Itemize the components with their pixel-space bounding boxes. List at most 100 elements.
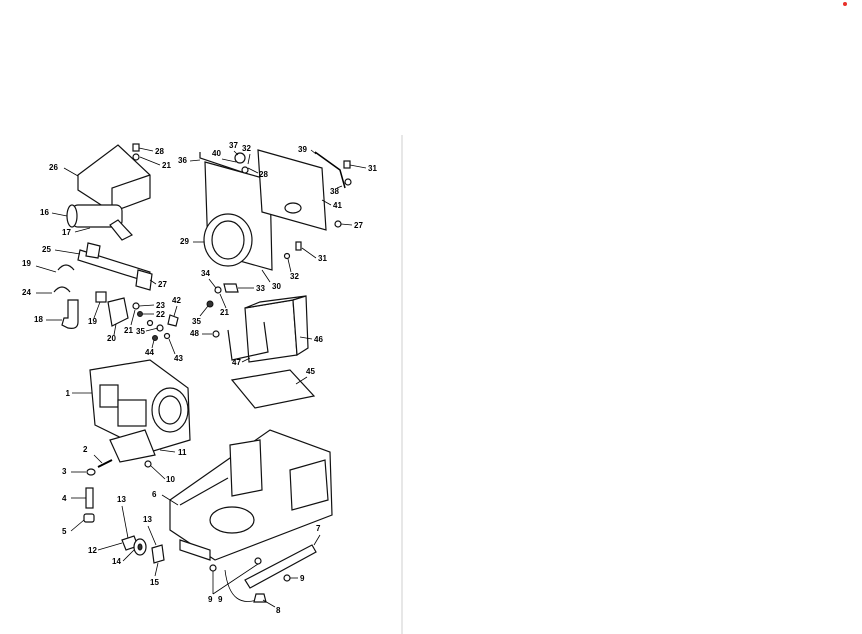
callout-31: 31 xyxy=(368,164,377,173)
leader-line xyxy=(262,599,276,608)
part-14-pulley xyxy=(133,538,147,556)
leader-line xyxy=(159,449,176,453)
leader-line xyxy=(349,164,367,169)
callout-23: 23 xyxy=(156,301,165,310)
leader-line xyxy=(93,301,101,319)
leader-line xyxy=(138,304,155,307)
callout-29: 29 xyxy=(180,237,189,246)
leader-line xyxy=(54,249,81,255)
red-mark xyxy=(843,2,847,6)
part-10-nut xyxy=(144,460,152,468)
part-3-clamp xyxy=(86,468,96,476)
part-30-panel xyxy=(203,161,273,271)
small-hardware-upper-left xyxy=(95,291,179,341)
callout-46: 46 xyxy=(314,335,323,344)
part-20-bracket xyxy=(107,297,129,327)
leader-line xyxy=(287,258,292,273)
leader-line xyxy=(173,305,178,317)
callout-33: 33 xyxy=(256,284,265,293)
leader-line xyxy=(138,147,154,152)
leader-line xyxy=(219,293,227,309)
leader-line xyxy=(122,549,135,562)
part-26-cover xyxy=(77,144,151,213)
callout-28: 28 xyxy=(259,170,268,179)
leader-line xyxy=(199,305,209,317)
callout-1: 1 xyxy=(66,389,71,398)
leader-line xyxy=(321,199,332,206)
leader-line xyxy=(340,223,353,226)
leader-line xyxy=(313,534,321,546)
part-16-muffler xyxy=(66,204,133,241)
callout-27: 27 xyxy=(354,221,363,230)
callout-25: 25 xyxy=(42,245,51,254)
leader-line xyxy=(121,505,129,539)
callout-13: 13 xyxy=(143,515,152,524)
part-47-strap xyxy=(227,321,269,361)
callout-36: 36 xyxy=(178,156,187,165)
leader-line xyxy=(154,562,159,577)
part-2-pin xyxy=(97,459,113,468)
part-4-pipe xyxy=(85,487,94,509)
callout-37: 37 xyxy=(229,141,238,150)
part-33-holddown xyxy=(206,283,239,308)
callout-22: 22 xyxy=(156,310,165,319)
callout-35: 35 xyxy=(192,317,201,326)
callout-19: 19 xyxy=(22,259,31,268)
leader-line xyxy=(70,519,85,532)
part-15-link xyxy=(151,544,165,564)
leader-line xyxy=(212,563,259,595)
part-28-bolt xyxy=(132,143,140,161)
part-45-tray xyxy=(230,369,316,409)
leader-line xyxy=(208,278,217,289)
callout-17: 17 xyxy=(62,228,71,237)
leader-line xyxy=(74,227,91,233)
callout-19: 19 xyxy=(88,317,97,326)
leader-line xyxy=(301,247,317,259)
leader-line xyxy=(97,542,123,551)
leader-line xyxy=(310,149,317,155)
callout-21: 21 xyxy=(162,161,171,170)
callout-48: 48 xyxy=(190,329,199,338)
callout-26: 26 xyxy=(49,163,58,172)
leader-line xyxy=(336,185,343,189)
callout-21: 21 xyxy=(124,326,133,335)
leader-line xyxy=(151,339,155,349)
part-5-cap xyxy=(83,513,95,523)
leader-line xyxy=(221,158,237,163)
callout-15: 15 xyxy=(150,578,159,587)
part-6-frame xyxy=(169,429,333,561)
leader-line xyxy=(93,454,103,464)
callout-5: 5 xyxy=(62,527,67,536)
callout-28: 28 xyxy=(155,147,164,156)
callout-9: 9 xyxy=(218,595,223,604)
callout-27: 27 xyxy=(158,280,167,289)
leader-line xyxy=(168,338,176,355)
leader-line xyxy=(241,357,251,363)
callout-3: 3 xyxy=(62,467,67,476)
callout-12: 12 xyxy=(88,546,97,555)
callout-32: 32 xyxy=(242,144,251,153)
part-9-nuts xyxy=(209,557,291,582)
leader-line xyxy=(150,465,166,480)
part-37-knob xyxy=(234,152,249,174)
callout-31: 31 xyxy=(318,254,327,263)
small-hardware-upper-right xyxy=(283,160,352,260)
callout-24: 24 xyxy=(22,288,31,297)
part-19-clamp xyxy=(57,264,75,271)
leader-line xyxy=(161,494,179,506)
callout-2: 2 xyxy=(83,445,88,454)
leader-line xyxy=(261,269,271,283)
leader-line xyxy=(63,167,79,177)
leader-line xyxy=(247,167,259,174)
leader-line xyxy=(35,265,57,273)
callout-9: 9 xyxy=(300,574,305,583)
callout-32: 32 xyxy=(290,272,299,281)
leader-line xyxy=(139,156,161,166)
callout-7: 7 xyxy=(316,524,321,533)
leader-line xyxy=(233,150,239,156)
leader-line xyxy=(189,159,201,162)
callout-8: 8 xyxy=(276,606,281,615)
